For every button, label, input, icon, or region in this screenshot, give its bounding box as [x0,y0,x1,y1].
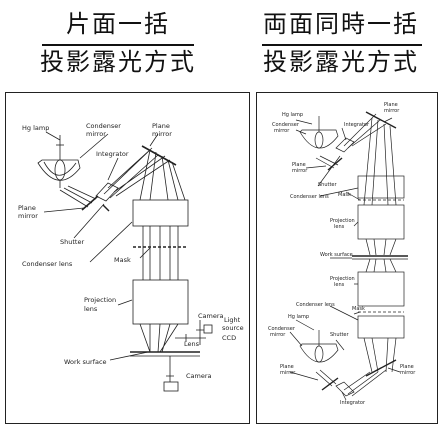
left-plane-mirror-top [141,145,177,166]
right-condenser-mirror-top-label-1: Condenser [272,122,300,128]
left-projection-lens-label-2: lens [84,305,98,313]
right-top-integrator [335,137,355,153]
right-condenser-lens-bottom-label: Condenser lens [296,302,335,308]
right-integrator-top-label: Integrator [344,122,370,128]
right-mask-bottom-label: Mask [352,306,365,312]
right-integrator-bottom-label: Integrator [340,400,366,406]
left-mask-label: Mask [114,256,131,264]
left-bottom-camera [163,381,179,392]
left-condenser-mirror-label-1: Condenser [86,122,121,130]
left-plane-mirror-left-label-2: mirror [18,212,38,220]
right-plane-mirror-br-label-1: Plane [400,364,414,370]
right-work-surface-label: Work surface [320,252,353,258]
left-projection-lens-label-1: Projection [84,296,116,304]
right-top-plane-mirror [365,111,397,129]
left-heading-rule [42,44,194,46]
right-projection-lens-top-label-1: Projection [330,218,355,224]
right-condenser-mirror-top-label-2: mirror [274,128,290,134]
left-ccd-label: CCD [222,334,236,342]
left-light-source-label-1: Light [224,316,241,324]
left-integrator-label: Integrator [96,150,129,158]
right-projection-lens-bottom-label-2: lens [334,282,345,288]
right-heading-line1: 両面同時一括 [263,10,419,38]
right-shutter-top-label: Shutter [318,182,338,188]
left-diagram-panel [5,92,250,424]
right-shutter-bottom-label: Shutter [330,332,350,338]
right-bottom-hg-lamp [314,345,324,363]
left-integrator [95,182,119,202]
left-work-surface-label: Work surface [64,358,107,366]
left-light-source-label-2: source [222,324,244,332]
right-bottom-projection-lens [357,271,405,307]
right-plane-mirror-bl-label-2: mirror [280,370,296,376]
left-heading-line1: 片面一括 [66,10,170,38]
right-condenser-mirror-bottom-label-2: mirror [270,332,286,338]
right-bottom-condenser-lens [357,315,405,339]
right-plane-mirror-top-label-2: mirror [384,108,400,114]
right-hg-lamp-top-label: Hg lamp [282,112,303,118]
left-projection-lens [132,279,189,325]
right-heading-line2: 投影露光方式 [263,48,419,76]
left-hg-lamp-label: Hg lamp [22,124,49,132]
right-plane-mirror-top-label-1: Plane [384,102,398,108]
right-top-hg-lamp [314,131,324,149]
right-plane-mirror-br-label-2: mirror [400,370,416,376]
right-top-condenser-mirror [299,129,339,149]
left-condenser-mirror-label-2: mirror [86,130,106,138]
left-camera-top-label: Camera [198,312,224,320]
left-plane-mirror-left-label-1: Plane [18,204,36,212]
left-condenser-lens [132,199,189,227]
right-condenser-mirror-bottom-label-1: Condenser [268,326,296,332]
right-bottom-condenser-mirror [299,343,339,363]
right-hg-lamp-bottom-label: Hg lamp [288,314,309,320]
right-top-condenser-lens [357,175,405,199]
left-shutter-label: Shutter [60,238,84,246]
left-plane-mirror-top-label-2: mirror [152,130,172,138]
left-plane-mirror-top-label-1: Plane [152,122,170,130]
right-plane-mirror-bl-label-1: Plane [280,364,294,370]
right-projection-lens-bottom-label-1: Projection [330,276,355,282]
right-plane-mirror-left-label-1: Plane [292,162,306,168]
right-top-projection-lens [357,204,405,240]
left-camera-bottom-label: Camera [186,372,212,380]
right-plane-mirror-left-label-2: mirror [292,168,308,174]
left-condenser-mirror [37,159,81,181]
right-projection-lens-top-label-2: lens [334,224,345,230]
left-lens-label: Lens [184,340,200,348]
right-heading-rule [262,44,422,46]
right-condenser-lens-top-label: Condenser lens [290,194,329,200]
left-condenser-lens-label: Condenser lens [22,260,73,268]
left-plane-mirror-low [81,195,99,211]
right-bottom-plane-mirror [365,359,397,377]
left-heading-line2: 投影露光方式 [40,48,196,76]
right-mask-top-label: Mask [338,192,351,198]
